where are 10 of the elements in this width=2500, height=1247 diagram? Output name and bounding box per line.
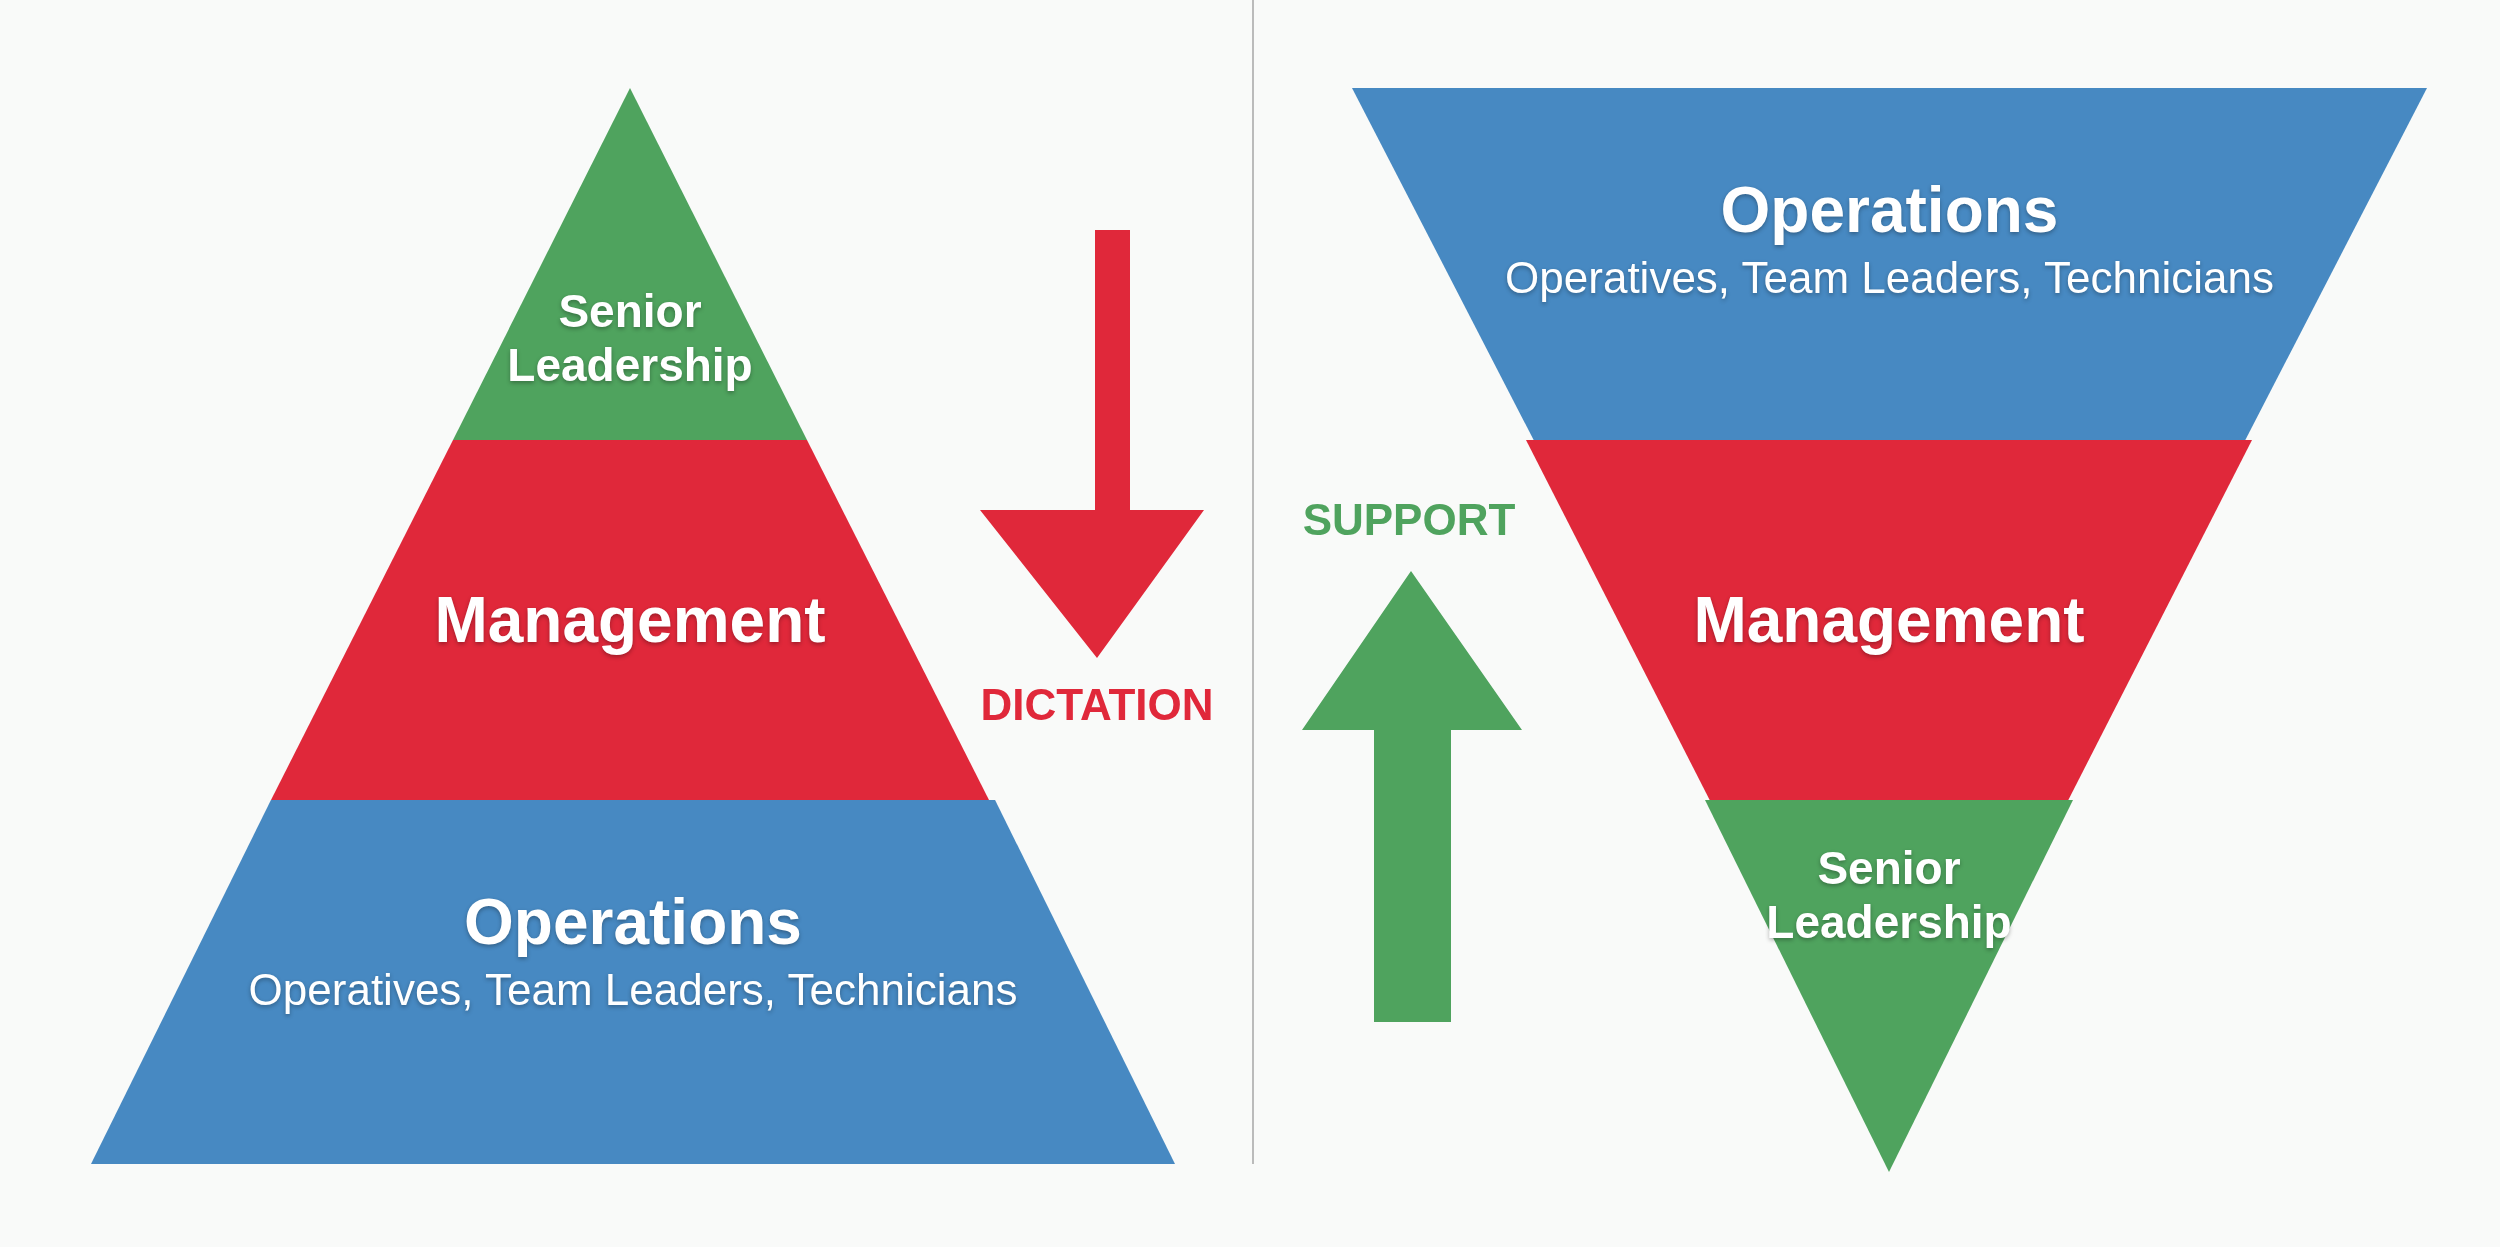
arrow-label: SUPPORT <box>1302 495 1516 545</box>
tier-title: Operations <box>464 885 802 959</box>
tier-title: Management <box>434 583 826 657</box>
arrow-label: DICTATION <box>980 680 1214 730</box>
tier-subtitle: Operatives, Team Leaders, Technicians <box>1505 253 2274 303</box>
tier-title: Management <box>1693 583 2085 657</box>
tier-title: Senior Leadership <box>506 284 754 392</box>
tier-title: Operations <box>1720 173 2059 247</box>
tier-title: Senior Leadership <box>1765 841 2013 949</box>
tier-subtitle: Operatives, Team Leaders, Technicians <box>248 965 1018 1015</box>
